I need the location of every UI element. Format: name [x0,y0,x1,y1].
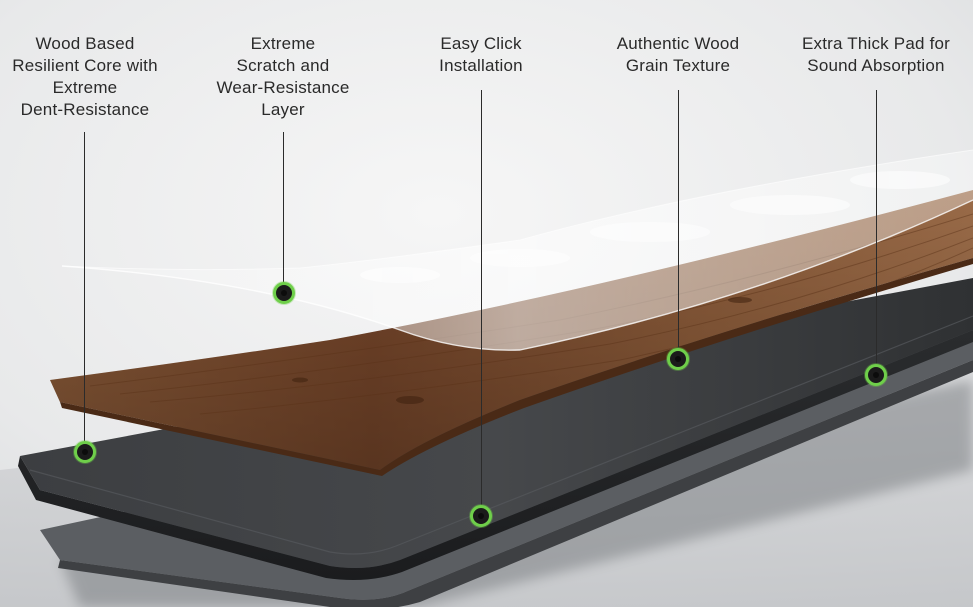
leader-line-core [84,132,85,452]
callout-marker-core[interactable] [74,441,96,463]
callout-label-line: Wear-Resistance [216,78,350,97]
callout-label-line: Extreme [250,34,316,53]
callout-label-line: Extreme [52,78,118,97]
callout-label-pad: Extra Thick Pad for Sound Absorption [786,33,966,77]
leader-line-grain [678,90,679,358]
callout-marker-wear[interactable] [273,282,295,304]
callout-label-line: Easy Click [440,34,522,53]
callout-label-line: Sound Absorption [807,56,945,75]
leader-line-pad [876,90,877,375]
callout-label-line: Installation [439,56,523,75]
callout-marker-click[interactable] [470,505,492,527]
callout-label-line: Resilient Core with [12,56,158,75]
callout-label-line: Wood Based [35,34,135,53]
callout-label-click: Easy Click Installation [411,33,551,77]
callout-label-line: Extra Thick Pad for [801,34,951,53]
callout-marker-grain[interactable] [667,348,689,370]
callout-marker-pad[interactable] [865,364,887,386]
leader-line-wear [283,132,284,292]
callout-label-line: Scratch and [236,56,330,75]
callout-label-core: Wood Based Resilient Core with Extreme D… [0,33,170,121]
callout-label-line: Layer [261,100,305,119]
callout-label-line: Dent-Resistance [20,100,150,119]
callout-label-wear: Extreme Scratch and Wear-Resistance Laye… [203,33,363,121]
leader-line-click [481,90,482,516]
callout-label-line: Grain Texture [625,56,731,75]
callout-label-line: Authentic Wood [616,34,740,53]
callout-label-grain: Authentic Wood Grain Texture [598,33,758,77]
